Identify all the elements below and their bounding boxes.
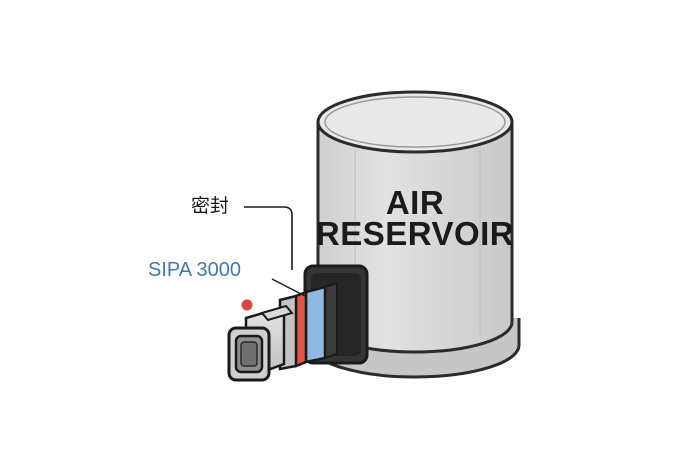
sipa-callout: SIPA 3000 bbox=[148, 259, 306, 297]
inner-dark-band bbox=[324, 281, 338, 360]
red-indicator-dot bbox=[241, 299, 253, 311]
connector-ridge bbox=[260, 304, 294, 322]
sipa-3000-label: SIPA 3000 bbox=[148, 259, 241, 281]
blue-seal-band bbox=[304, 285, 327, 364]
tank-top bbox=[316, 90, 514, 154]
tank-top-rim bbox=[324, 96, 506, 148]
connector-socket-inner bbox=[240, 341, 258, 367]
seal-leader-line bbox=[244, 206, 293, 270]
tank-label-air: AIR bbox=[386, 184, 444, 221]
tank-label-reservoir: RESERVOIR bbox=[316, 215, 514, 252]
red-seal-band bbox=[294, 290, 308, 368]
seal-callout: 密封 bbox=[191, 195, 293, 270]
sipa-3000-connector bbox=[227, 281, 338, 382]
seal-label: 密封 bbox=[191, 195, 229, 217]
sipa-leader-line bbox=[271, 278, 306, 297]
